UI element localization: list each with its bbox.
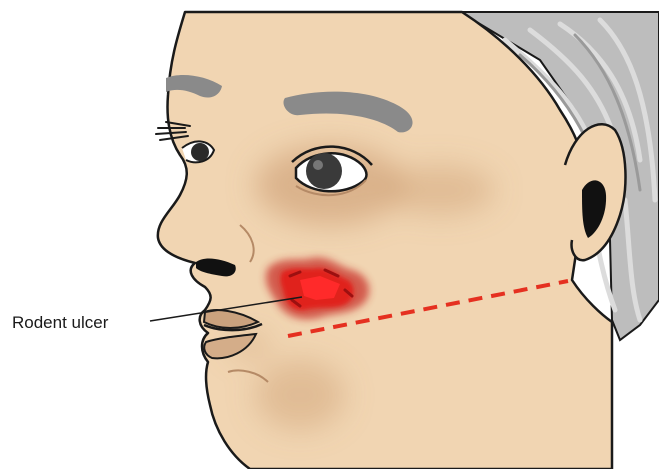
face: [158, 12, 612, 469]
annotation-label: Rodent ulcer: [12, 313, 109, 332]
